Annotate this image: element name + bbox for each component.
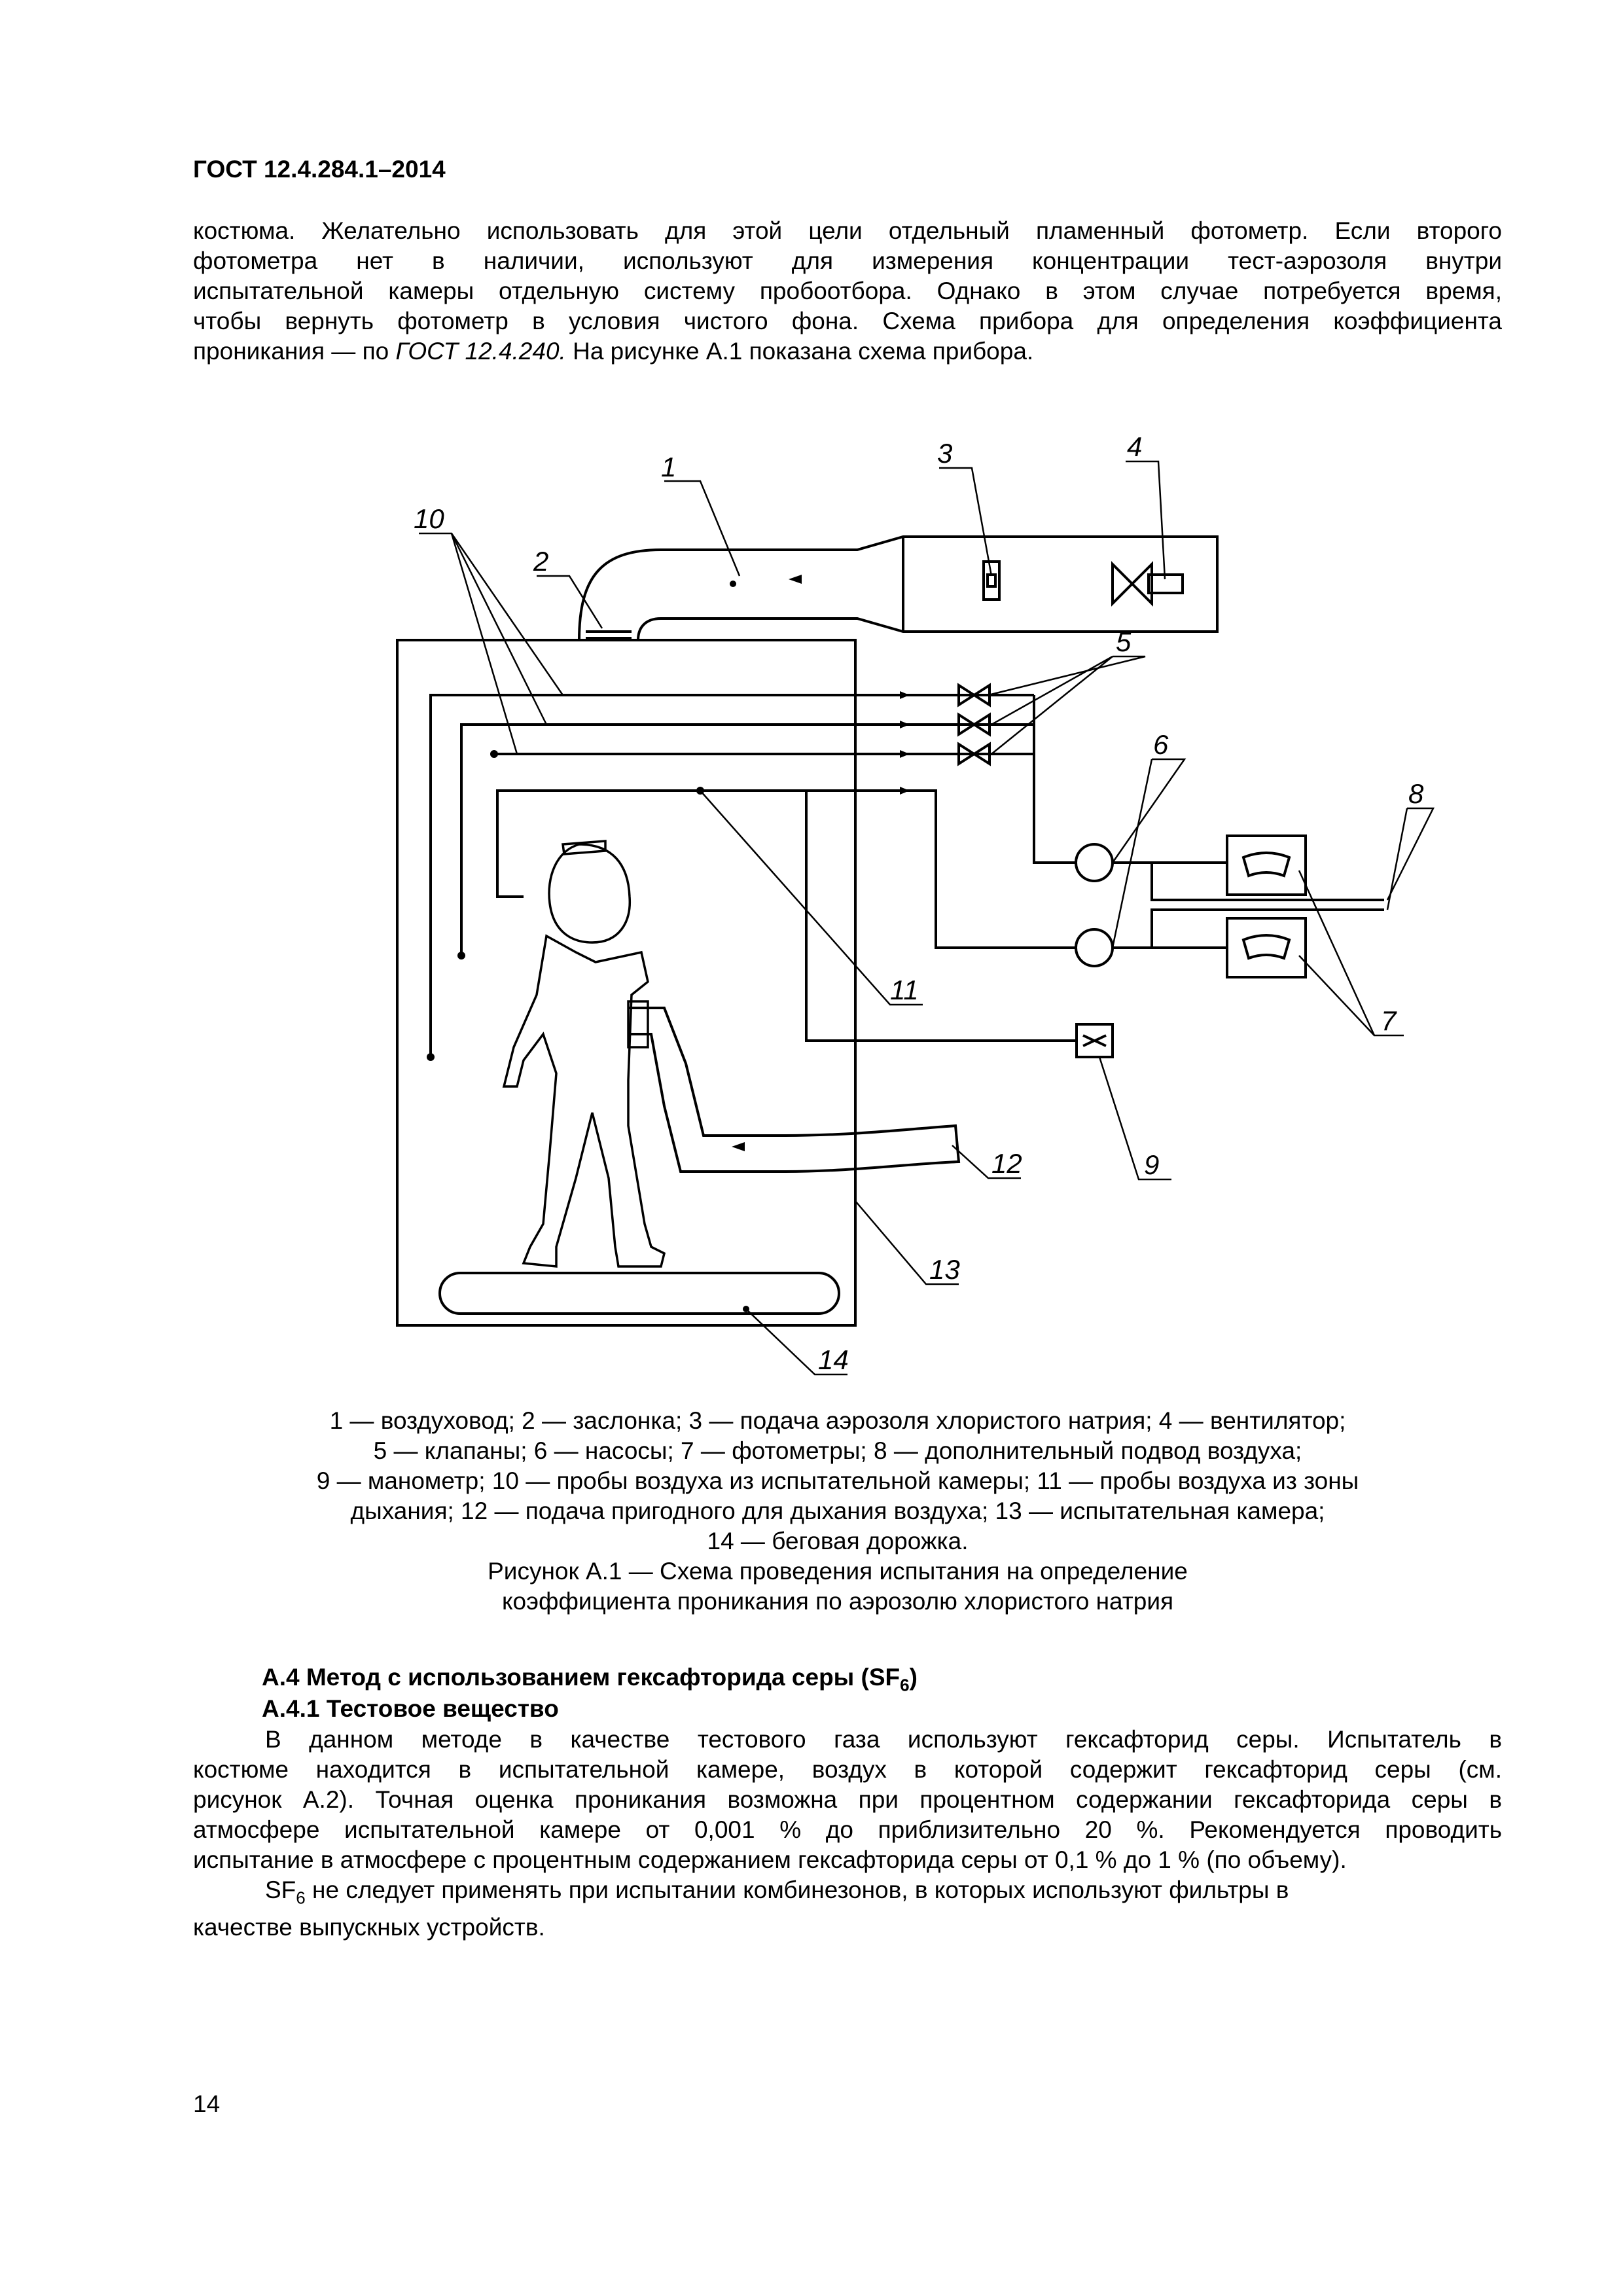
figure-label-7: 7	[1381, 1005, 1397, 1036]
subscript: 6	[296, 1888, 306, 1908]
heading-text: А.4 Метод с использованием гексафторида …	[262, 1664, 901, 1691]
chamber-sample-lines	[429, 694, 913, 1057]
section-paragraph: В данном методе в качестве тестового газ…	[193, 1725, 1502, 1943]
manometer-symbol	[1082, 1034, 1107, 1047]
fan-icon	[1111, 561, 1184, 607]
figure-label-4: 4	[1127, 431, 1142, 462]
legend-line: дыхания; 12 — подача пригодного для дыха…	[350, 1498, 1325, 1524]
aerosol-feed	[982, 560, 1001, 601]
figure-label-1: 1	[661, 452, 676, 482]
figure-label-9: 9	[1144, 1149, 1159, 1180]
flow-arrow	[732, 1142, 745, 1151]
flow-arrow	[900, 691, 910, 699]
text-fragment: не следует применять при испытании комби…	[305, 1876, 1289, 1903]
photometer-lower	[1226, 917, 1307, 978]
breathing-zone-sample-line	[496, 789, 855, 1042]
figure-label-11: 11	[890, 975, 919, 1005]
text-line: В данном методе в качестве тестового газ…	[265, 1726, 1502, 1753]
legend-line: 5 — клапаны; 6 — насосы; 7 — фотометры; …	[373, 1437, 1302, 1464]
text-line: костюме находится в испытательной камере…	[193, 1756, 1502, 1783]
text-line: чтобы вернуть фотометр в условия чистого…	[193, 308, 1502, 334]
valves	[913, 683, 1077, 864]
leader-lines	[419, 460, 1435, 1376]
intro-paragraph: костюма. Желательно использовать для это…	[193, 216, 1502, 367]
figure-legend: 1 — воздуховод; 2 — заслонка; 3 — подача…	[196, 1406, 1479, 1617]
sample-point	[730, 581, 736, 587]
text-line: качестве выпускных устройств.	[193, 1914, 545, 1941]
legend-line: 9 — манометр; 10 — пробы воздуха из испы…	[316, 1467, 1359, 1494]
figure-label-3: 3	[937, 438, 952, 469]
page-number: 14	[193, 2090, 221, 2117]
text-line: SF6 не следует применять при испытании к…	[193, 1875, 1502, 1912]
subsection-heading: А.4.1 Тестовое вещество	[262, 1695, 559, 1722]
figure-label-2: 2	[533, 546, 548, 577]
figure-label-5: 5	[1116, 626, 1132, 657]
figure-label-6: 6	[1153, 729, 1169, 760]
text-line: испытательной камеры отдельную систему п…	[193, 278, 1502, 304]
text-line: фотометра нет в наличии, используют для …	[193, 247, 1502, 274]
flow-arrow	[900, 787, 910, 795]
text-line: испытание в атмосфере с процентным содер…	[193, 1846, 1347, 1873]
legend-line: 14 — беговая дорожка.	[707, 1528, 969, 1554]
legend-line: 1 — воздуховод; 2 — заслонка; 3 — подача…	[329, 1407, 1346, 1434]
flow-arrows	[427, 575, 910, 1312]
figure-caption-line: Рисунок А.1 — Схема проведения испытания…	[488, 1558, 1188, 1585]
breathing-air-hose	[628, 1007, 961, 1173]
test-chamber	[396, 639, 857, 1327]
document-header: ГОСТ 12.4.284.1–2014	[193, 156, 446, 183]
pump-lower	[1075, 928, 1114, 967]
figure-label-14: 14	[818, 1344, 849, 1375]
treadmill	[438, 1272, 840, 1315]
subscript: 6	[900, 1675, 910, 1695]
figure-label-8: 8	[1408, 778, 1424, 809]
photometer-dial	[1241, 934, 1291, 960]
flow-arrow	[900, 721, 910, 728]
extra-air-line	[1150, 908, 1384, 948]
section-heading: А.4 Метод с использованием гексафторида …	[262, 1664, 918, 1695]
sample-point	[490, 750, 498, 758]
suited-person	[502, 840, 666, 1268]
figure-label-12: 12	[991, 1148, 1022, 1179]
text-line: проникания — по ГОСТ 12.4.240. На рисунк…	[193, 336, 1502, 367]
air-duct	[578, 535, 1219, 641]
text-fragment: SF	[265, 1876, 296, 1903]
pump-upper	[1075, 843, 1114, 882]
figure-label-13: 13	[929, 1254, 960, 1285]
heading-text: )	[909, 1664, 918, 1691]
flow-arrow	[900, 750, 910, 758]
manometer	[1075, 1023, 1114, 1058]
flow-arrow	[789, 575, 802, 584]
sample-point	[427, 1053, 435, 1061]
extra-air-line	[1150, 863, 1384, 901]
standard-reference: ГОСТ 12.4.240.	[395, 338, 566, 365]
text-line: рисунок А.2). Точная оценка проникания в…	[193, 1786, 1502, 1813]
photometer-dial	[1241, 852, 1291, 878]
text-fragment: На рисунке А.1 показана схема прибора.	[565, 338, 1034, 365]
lower-sample-line	[913, 789, 1077, 949]
photometer-upper	[1226, 834, 1307, 896]
sample-point	[457, 952, 465, 960]
figure-caption-line: коэффициента проникания по аэрозолю хлор…	[501, 1588, 1174, 1615]
text-line: атмосфере испытательной камере от 0,001 …	[193, 1816, 1502, 1843]
figure-label-10: 10	[414, 503, 444, 534]
text-fragment: проникания — по	[193, 338, 396, 365]
aerosol-feed-core	[986, 573, 997, 588]
text-line: костюма. Желательно использовать для это…	[193, 217, 1502, 244]
